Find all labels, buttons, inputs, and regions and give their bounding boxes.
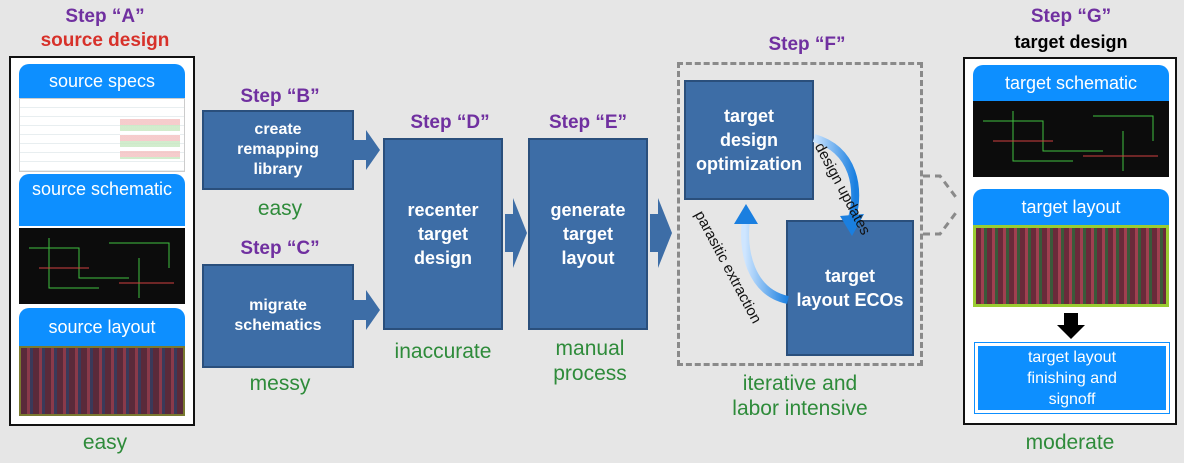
recenter-target-design-box: recenter target design xyxy=(383,138,503,330)
step-e-note: manual process xyxy=(553,337,627,385)
target-schematic-header: target schematic xyxy=(973,65,1169,101)
target-design-optimization-box: target design optimization xyxy=(684,80,814,200)
step-c-note: messy xyxy=(249,372,311,395)
step-g-label: Step “G” xyxy=(1030,6,1112,27)
arrow-d-to-e xyxy=(505,198,527,268)
source-schematic-thumbnail xyxy=(19,228,185,304)
source-layout-thumbnail xyxy=(19,346,185,416)
iteration-loop-frame xyxy=(677,62,923,366)
step-d-note: inaccurate xyxy=(394,340,492,363)
step-a-subtitle: source design xyxy=(40,30,170,51)
source-design-frame: source specs source schematic source lay… xyxy=(9,56,195,426)
source-layout-header: source layout xyxy=(19,308,185,346)
source-specs-header: source specs xyxy=(19,64,185,98)
step-e-label: Step “E” xyxy=(548,112,628,133)
schematic-lines xyxy=(29,238,174,298)
source-schematic-header: source schematic xyxy=(19,174,185,226)
target-layout-header: target layout xyxy=(973,189,1169,225)
arrow-e-to-f xyxy=(650,198,672,268)
arrow-f-to-g xyxy=(923,174,960,236)
parasitic-extraction-arrow xyxy=(741,219,790,304)
step-d-label: Step “D” xyxy=(410,112,490,133)
step-f-label: Step “F” xyxy=(768,34,846,55)
feedback-arrows xyxy=(734,134,864,304)
step-a-label: Step “A” xyxy=(65,6,145,27)
target-layout-thumbnail xyxy=(973,225,1169,307)
create-remapping-library-box: create remapping library xyxy=(202,110,354,190)
step-b-note: easy xyxy=(257,197,303,220)
arrow-c-to-d xyxy=(352,290,380,330)
source-specs-table-thumbnail xyxy=(19,98,185,172)
target-layout-finishing-box: target layout finishing and signoff xyxy=(974,342,1170,414)
target-design-frame: target schematic target layout target la… xyxy=(963,57,1177,425)
step-a-note: easy xyxy=(82,431,128,454)
design-updates-arrow xyxy=(812,134,860,220)
generate-target-layout-box: generate target layout xyxy=(528,138,648,330)
step-g-subtitle: target design xyxy=(1014,32,1128,52)
down-arrow-icon xyxy=(1057,313,1085,339)
step-g-note: moderate xyxy=(1025,431,1115,454)
target-schematic-thumbnail xyxy=(973,101,1169,177)
arrow-b-to-d xyxy=(352,130,380,170)
step-b-label: Step “B” xyxy=(240,86,320,107)
step-c-label: Step “C” xyxy=(240,238,320,259)
migrate-schematics-box: migrate schematics xyxy=(202,264,354,368)
step-f-note: iterative and labor intensive xyxy=(732,372,868,420)
